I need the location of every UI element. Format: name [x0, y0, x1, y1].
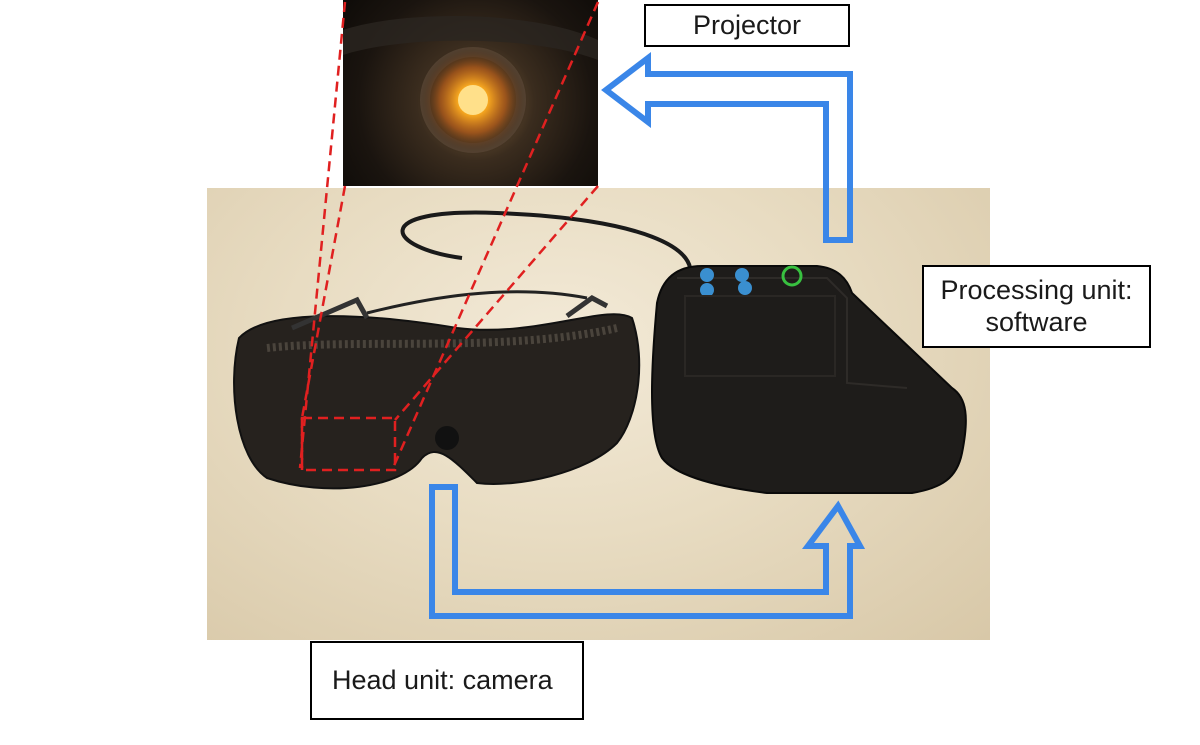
- processing-unit-box: [651, 265, 967, 494]
- head-unit-label: Head unit: camera: [310, 641, 584, 720]
- zoom-lines: [298, 1, 600, 472]
- projector-label-text: Projector: [692, 9, 802, 40]
- head-unit-label-text: Head unit: camera: [332, 664, 553, 695]
- head-unit-glasses: [233, 295, 641, 490]
- projector-label: Projector: [644, 4, 850, 47]
- processing-unit-label-line2: software: [985, 306, 1088, 337]
- arrow-processing-to-projector: [601, 51, 853, 243]
- zoom-source-box: [300, 416, 397, 472]
- processing-unit-label-line1: Processing unit:: [940, 275, 1133, 306]
- arrow-head-unit-to-processing: [429, 484, 866, 619]
- projector-closeup-inset: [343, 0, 598, 186]
- device-photo: [207, 188, 990, 640]
- device-illustration: [233, 210, 967, 494]
- processing-unit-label: Processing unit: software: [922, 265, 1151, 348]
